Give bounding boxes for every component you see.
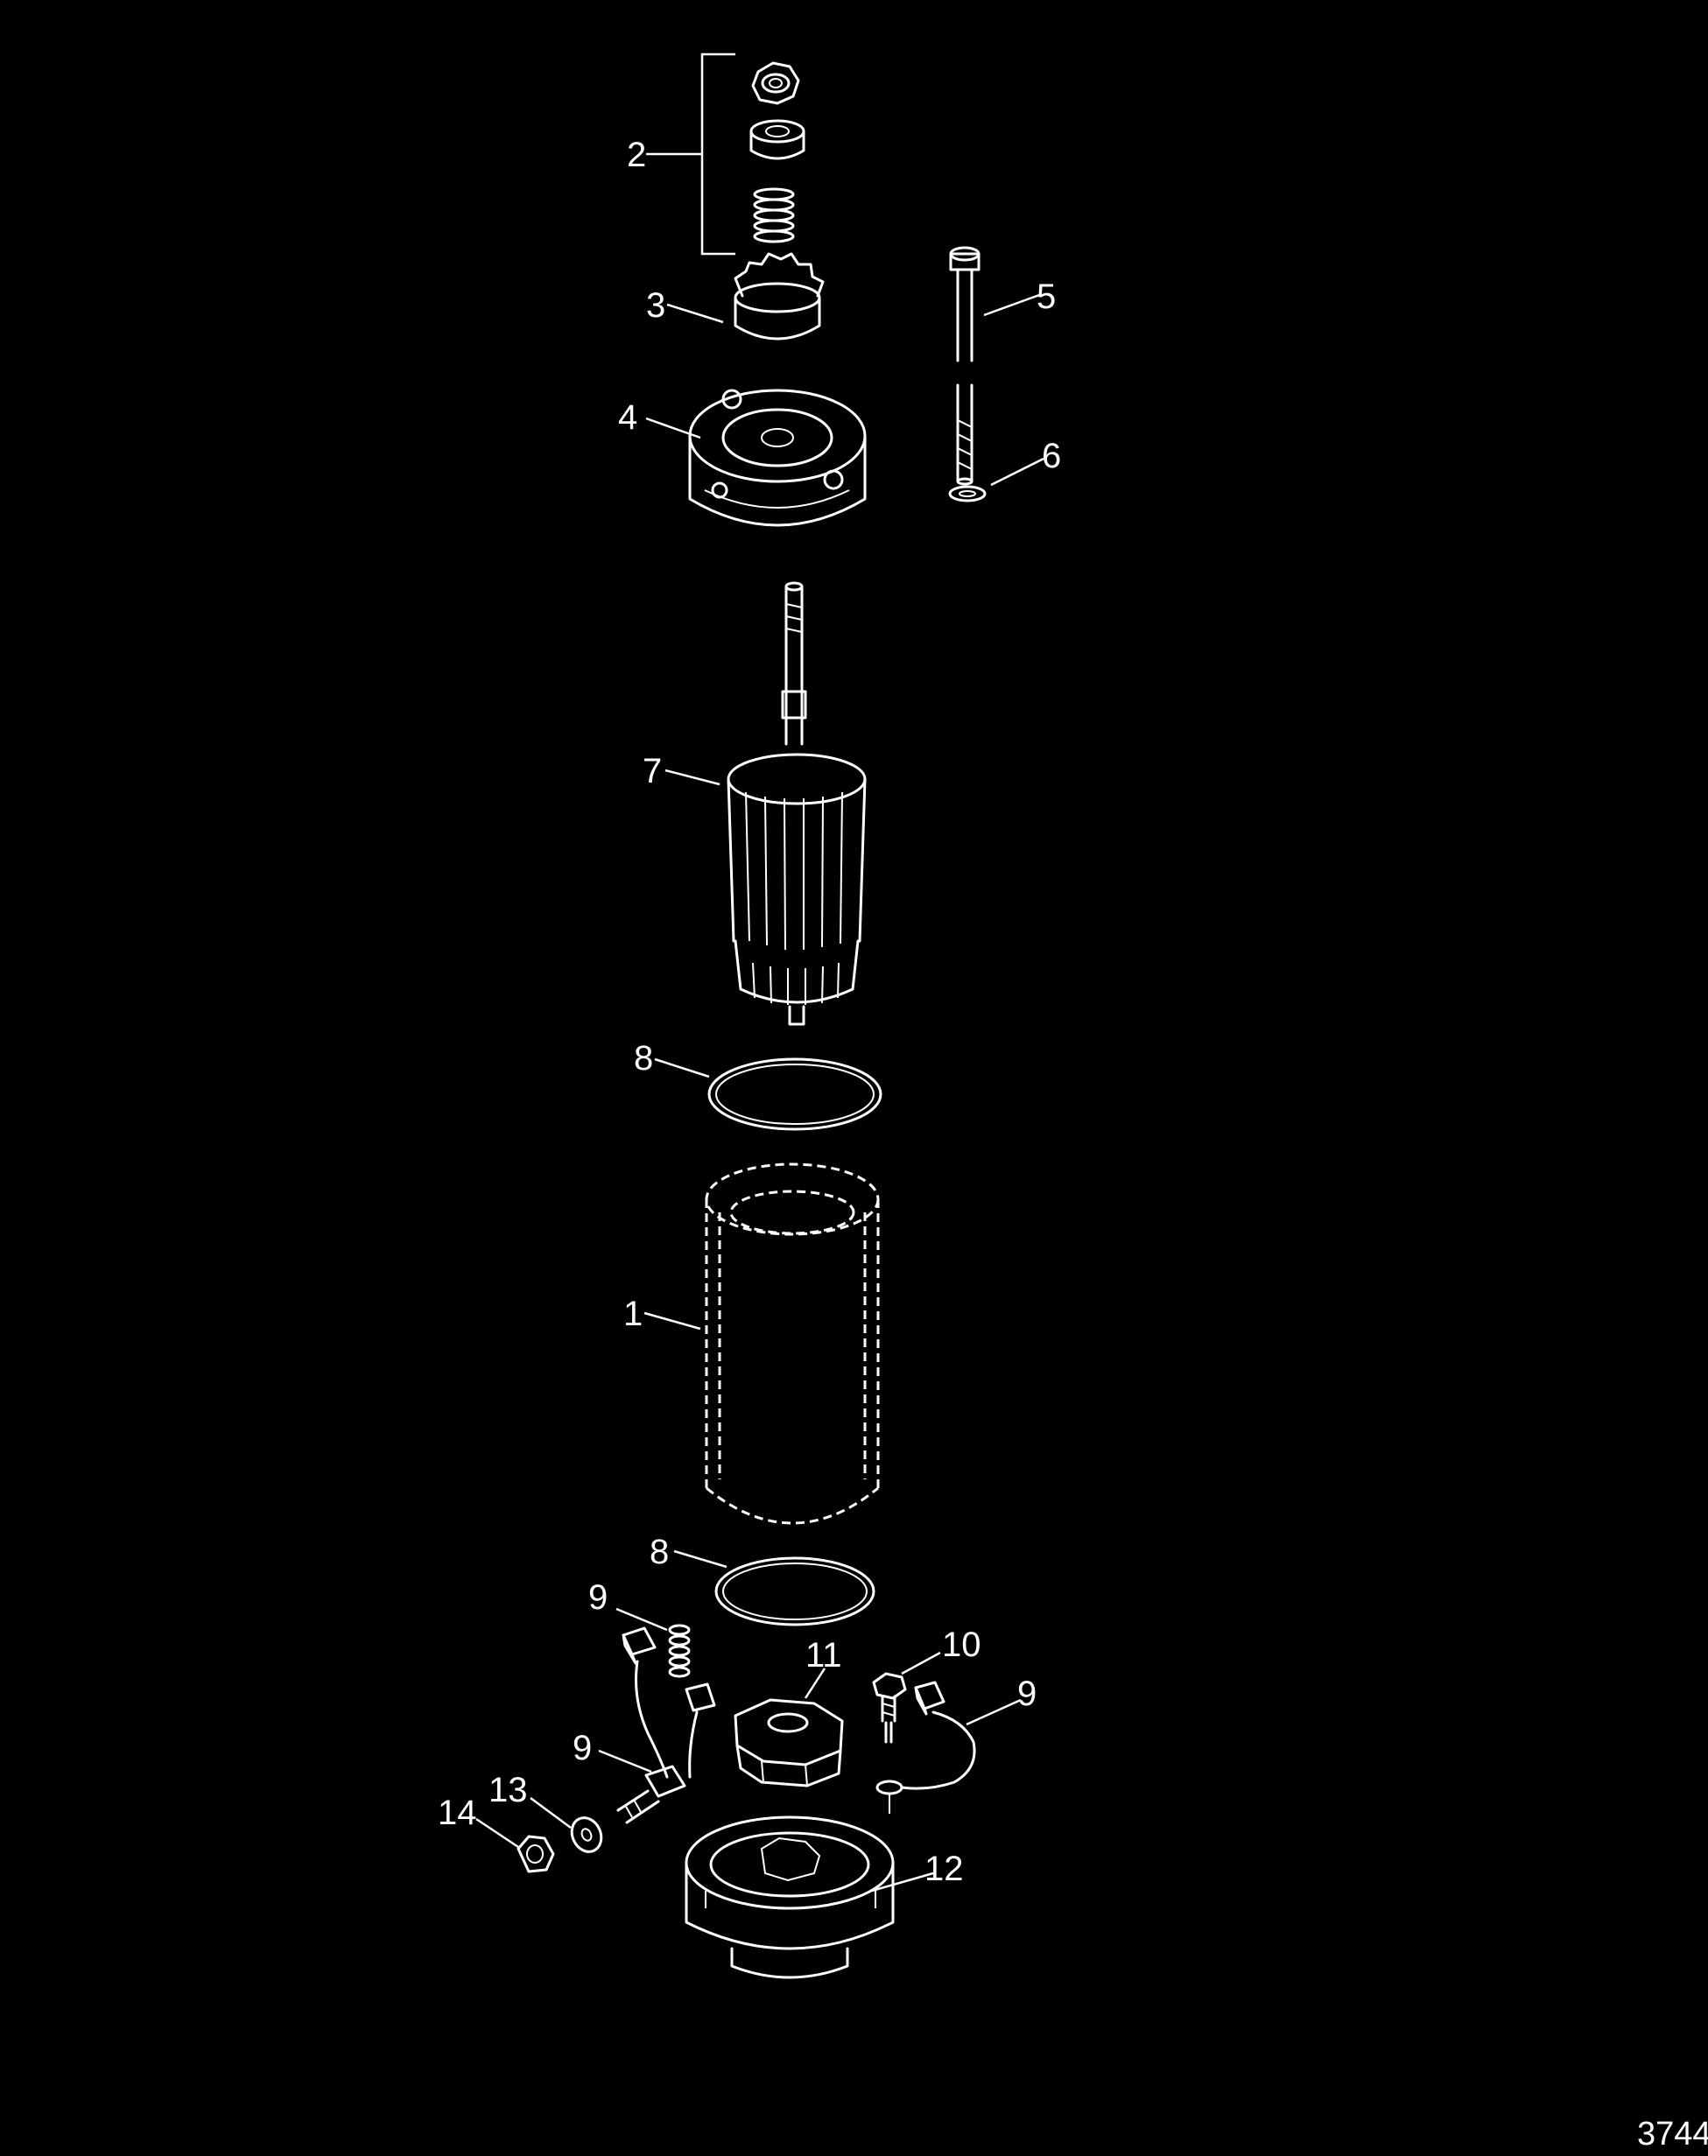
part-9-brush-lead [875, 1681, 1022, 1814]
part-2-spring [753, 187, 795, 243]
part-14-nut [475, 1817, 555, 1873]
part-11-brush-holder [734, 1668, 844, 1787]
part-4-drive-end-housing [645, 389, 867, 527]
part-8-seal-ring-upper [654, 1057, 882, 1131]
callout-7: 7 [643, 752, 662, 790]
callout-4: 4 [618, 398, 637, 437]
part-1-frame-housing [643, 1162, 880, 1525]
part-9-brush-terminal-assembly [598, 1626, 716, 1824]
part-2-washer [749, 119, 805, 160]
callout-14: 14 [438, 1794, 477, 1832]
callout-2: 2 [627, 136, 646, 174]
part-3-drive-pinion [666, 252, 825, 341]
callout-6: 6 [1042, 437, 1061, 475]
callout-13: 13 [489, 1771, 528, 1809]
part-8-seal-ring-lower [673, 1549, 875, 1626]
callout-8-upper: 8 [634, 1039, 653, 1078]
callout-12: 12 [924, 1850, 964, 1888]
figure-number: 3744 [1637, 2116, 1708, 2152]
part-13-washer [530, 1796, 603, 1853]
callout-9-middle: 9 [573, 1729, 592, 1767]
callout-9-right: 9 [1017, 1675, 1037, 1713]
part-7-armature [664, 581, 867, 1026]
part-9-brush-spring [615, 1607, 691, 1678]
callout-11: 11 [805, 1636, 842, 1675]
callout-9-spring: 9 [588, 1578, 608, 1617]
part-10-screw [872, 1651, 941, 1744]
part-2-nut [751, 61, 800, 105]
callout-8-lower: 8 [650, 1533, 669, 1571]
callout-5: 5 [1037, 277, 1056, 316]
part-2-group [646, 53, 805, 256]
callout-labels: 2 3 4 5 6 7 8 1 8 9 11 10 9 9 13 14 12 [438, 136, 1061, 1888]
callout-10: 10 [942, 1626, 981, 1664]
part-5-through-bolt [949, 246, 1043, 486]
part-12-commutator-end-frame [685, 1815, 934, 1979]
callout-3: 3 [646, 286, 665, 325]
part-6-washer [948, 457, 1044, 502]
callout-1: 1 [623, 1295, 643, 1333]
